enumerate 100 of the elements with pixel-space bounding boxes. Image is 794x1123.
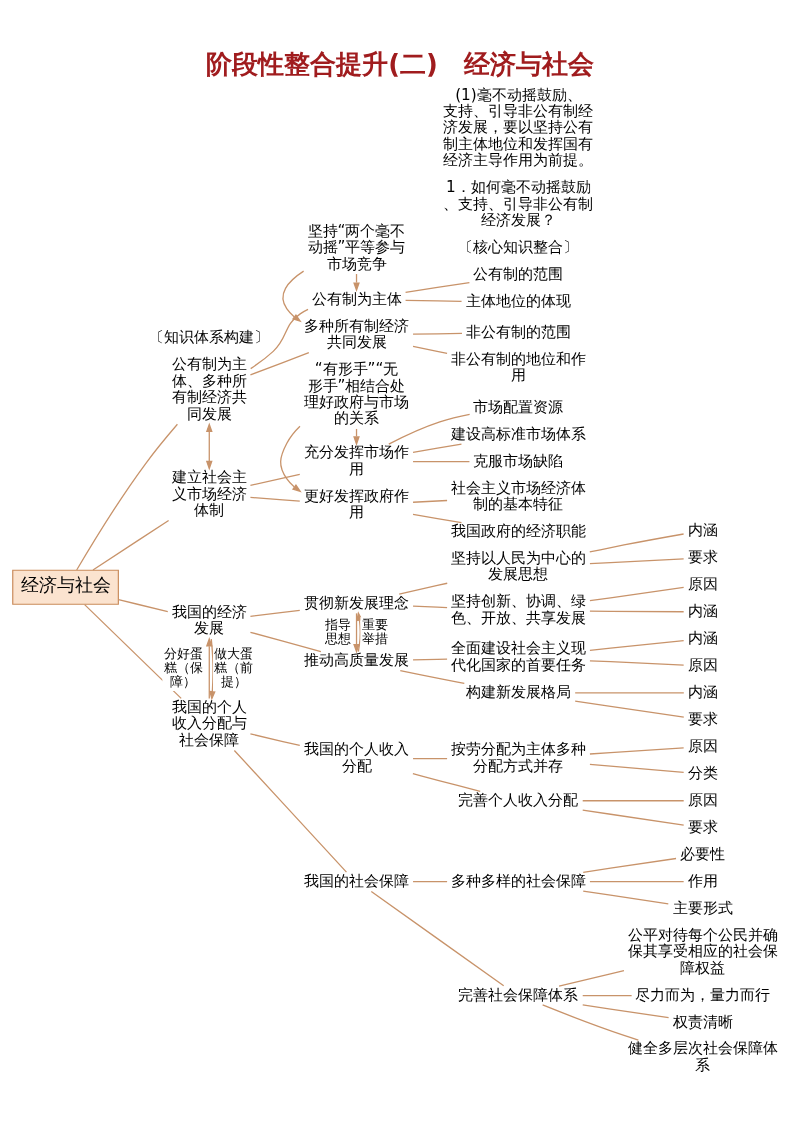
edge-label: 重要举措 bbox=[362, 616, 389, 646]
node-text: 坚持创新、协调、绿色、开放、共享发展 bbox=[450, 591, 586, 627]
edge-label: 分好蛋糕（保障） bbox=[163, 645, 203, 689]
connector bbox=[412, 604, 448, 608]
label: 〔核心知识整合〕 bbox=[458, 237, 579, 256]
node-text: 坚持“两个毫不动摇”平等参与市场竞争 bbox=[307, 221, 406, 273]
connector bbox=[84, 603, 182, 699]
node-text: 公有制的范围 bbox=[473, 264, 564, 283]
diagram-title: 阶段性整合提升(二) 经济与社会 bbox=[206, 48, 594, 79]
node-text: 非公有制的地位和作用 bbox=[450, 349, 586, 384]
connector bbox=[589, 746, 685, 755]
node-text: 内涵 bbox=[687, 682, 718, 701]
node-text: 要求 bbox=[687, 817, 718, 836]
node-text: 分类 bbox=[687, 763, 718, 782]
node-text: 公有制为主体、多种所有制经济共同发展 bbox=[171, 354, 247, 423]
connector bbox=[582, 808, 685, 826]
connector bbox=[589, 763, 685, 773]
connector bbox=[589, 532, 685, 553]
connector bbox=[582, 994, 633, 996]
node-text: 我国的社会保障 bbox=[304, 871, 410, 890]
connector bbox=[412, 757, 448, 759]
connector bbox=[412, 443, 463, 453]
connector bbox=[412, 332, 463, 335]
connector bbox=[249, 609, 301, 617]
connector bbox=[558, 969, 625, 987]
node-text: 原因 bbox=[687, 790, 718, 809]
node-text: 我国的个人收入分配 bbox=[304, 739, 410, 775]
node-text: 内涵 bbox=[687, 520, 718, 539]
connector bbox=[542, 1003, 639, 1041]
connector bbox=[582, 890, 669, 904]
connector bbox=[404, 299, 463, 302]
node-text: 主要形式 bbox=[672, 898, 733, 917]
node-text: 推动高质量发展 bbox=[304, 650, 410, 669]
node-text: 贯彻新发展理念 bbox=[304, 593, 410, 612]
arrow bbox=[282, 269, 305, 322]
node-text: 我国政府的经济职能 bbox=[450, 521, 586, 540]
connector bbox=[249, 351, 310, 376]
connector bbox=[574, 691, 685, 693]
node-text: 原因 bbox=[687, 655, 718, 674]
node-text: 建设高标准市场体系 bbox=[450, 424, 586, 443]
node-text: 更好发挥政府作用 bbox=[304, 486, 410, 521]
connector bbox=[249, 732, 301, 746]
node-text: 原因 bbox=[687, 736, 718, 755]
node-text: 完善个人收入分配 bbox=[458, 790, 579, 809]
node-text: 健全多层次社会保障体系 bbox=[627, 1038, 778, 1074]
connector bbox=[370, 890, 505, 986]
node-text: 作用 bbox=[687, 871, 718, 890]
node-text: 要求 bbox=[687, 709, 718, 728]
node-text: 建立社会主义市场经济体制 bbox=[171, 467, 247, 519]
node-text: 内涵 bbox=[687, 601, 718, 620]
label: 〔知识体系构建〕 bbox=[149, 327, 270, 346]
connector bbox=[233, 749, 348, 873]
node-text: 全面建设社会主义现代化国家的首要任务 bbox=[450, 638, 586, 674]
connector bbox=[582, 1003, 670, 1018]
node-text: 主体地位的体现 bbox=[465, 291, 571, 310]
connector bbox=[589, 659, 685, 666]
node-text: 完善社会保障体系 bbox=[458, 985, 579, 1004]
connector bbox=[412, 513, 463, 523]
connector bbox=[589, 639, 685, 651]
connector bbox=[574, 699, 685, 718]
connector bbox=[412, 772, 481, 792]
node-text: 必要性 bbox=[680, 844, 726, 863]
connector bbox=[388, 413, 471, 445]
node-text: 坚持以人民为中心的发展思想 bbox=[450, 548, 586, 583]
node-text: 克服市场缺陷 bbox=[473, 451, 564, 470]
connector bbox=[92, 519, 170, 571]
arrow bbox=[353, 612, 360, 654]
node-box: 经济与社会 bbox=[12, 569, 119, 605]
connector bbox=[249, 473, 301, 486]
node-text: 按劳分配为主体多种分配方式并存 bbox=[450, 739, 586, 775]
arrow bbox=[280, 425, 302, 492]
label: (1)毫不动摇鼓励、支持、引导非公有制经济发展，要以坚持公有制主体地位和发挥国有经济主导作用为前提。 bbox=[443, 85, 594, 169]
node-text: 多种多样的社会保障 bbox=[450, 871, 586, 890]
node-text: 社会主义市场经济体制的基本特征 bbox=[450, 478, 586, 513]
node-text: 充分发挥市场作用 bbox=[304, 442, 410, 478]
node-text: 公平对待每个公民并确保其享受相应的社会保障权益 bbox=[627, 925, 778, 977]
connector bbox=[589, 586, 685, 601]
connector bbox=[582, 857, 677, 873]
edge-label: 做大蛋糕（前提） bbox=[214, 645, 254, 689]
connector bbox=[412, 880, 448, 882]
connector bbox=[412, 499, 448, 503]
connector bbox=[582, 799, 685, 801]
connector bbox=[412, 658, 448, 661]
connector bbox=[412, 345, 448, 354]
connector bbox=[117, 598, 169, 612]
connector bbox=[589, 610, 685, 612]
connector bbox=[398, 582, 448, 595]
connector bbox=[249, 496, 301, 502]
connector bbox=[76, 423, 179, 571]
connector bbox=[404, 281, 471, 293]
node-text: 市场配置资源 bbox=[473, 397, 564, 416]
node-text: 原因 bbox=[687, 574, 718, 593]
node-text: 尽力而为，量力而行 bbox=[635, 985, 771, 1004]
connector bbox=[249, 631, 322, 652]
node-text: 非公有制的范围 bbox=[465, 322, 571, 341]
connector bbox=[589, 880, 685, 882]
node-text: 内涵 bbox=[687, 628, 718, 647]
connector bbox=[399, 669, 465, 684]
node-text: 构建新发展格局 bbox=[465, 682, 571, 701]
connector bbox=[589, 557, 685, 564]
